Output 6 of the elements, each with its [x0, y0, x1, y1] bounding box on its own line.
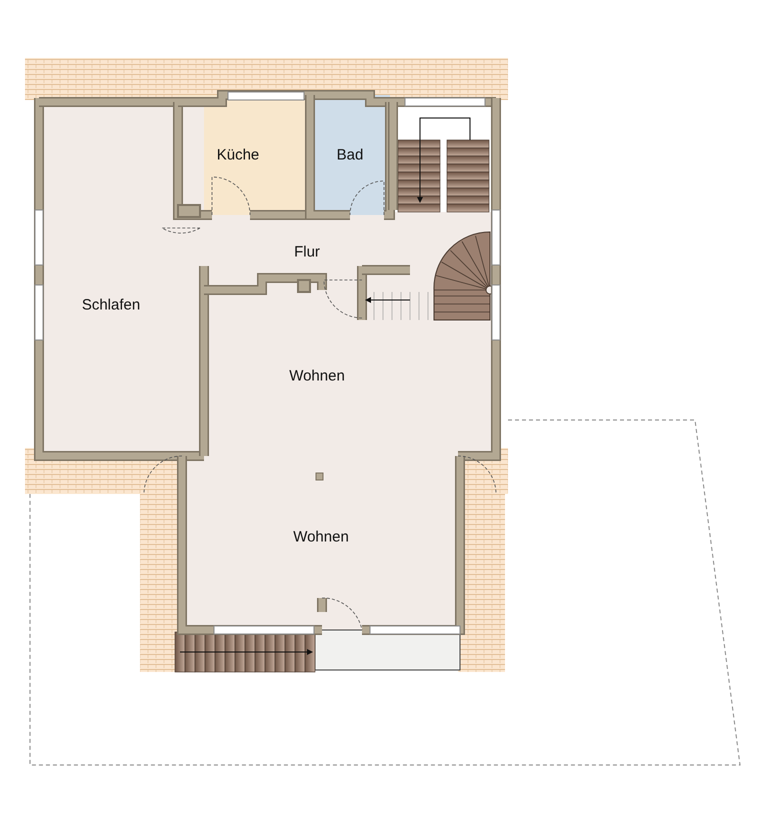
room-label: Küche: [216, 146, 260, 164]
room-label: Flur: [294, 244, 320, 260]
room-label: Wohnen: [293, 528, 349, 546]
room-label: Bad: [336, 146, 364, 164]
room-label: Schlafen: [82, 296, 140, 314]
room-label: Wohnen: [289, 368, 345, 384]
